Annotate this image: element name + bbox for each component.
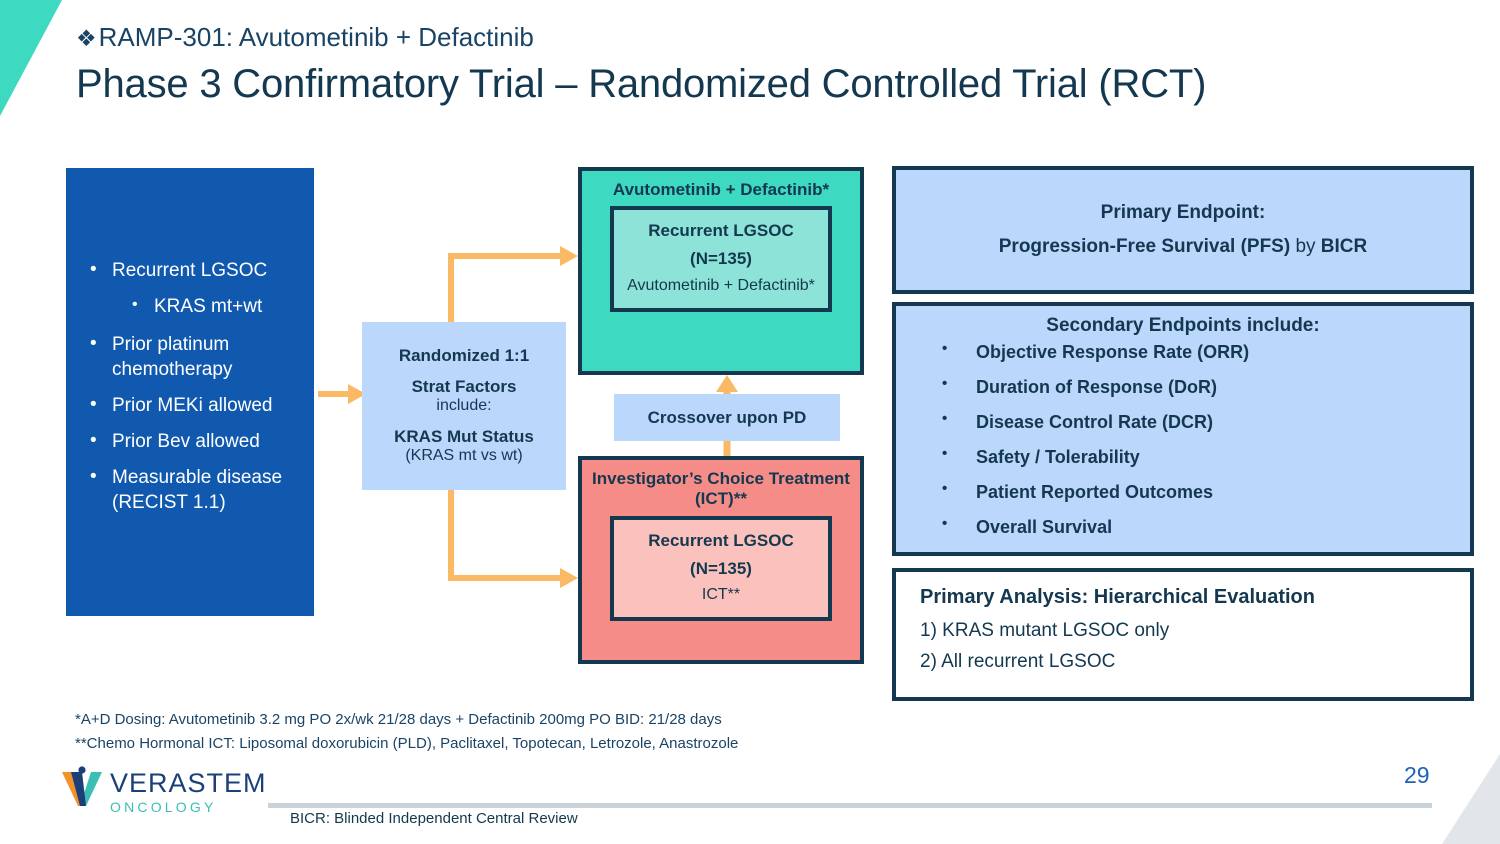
experimental-arm-title: Avutometinib + Defactinib* [612, 180, 830, 199]
verastem-logo: VERASTEM ONCOLOGY [60, 766, 267, 818]
gray-corner-accent [1442, 754, 1500, 844]
verastem-v-icon [62, 766, 102, 806]
primary-endpoint-value: Progression-Free Survival (PFS) by BICR [999, 236, 1368, 258]
list-item: Safety / Tolerability [936, 446, 1470, 466]
secondary-endpoints-list: Objective Response Rate (ORR) Duration o… [896, 341, 1470, 536]
verastem-tagline: ONCOLOGY [110, 799, 217, 815]
footnote-dosing: *A+D Dosing: Avutometinib 3.2 mg PO 2x/w… [75, 711, 722, 728]
primary-analysis-step-1: 1) KRAS mutant LGSOC only [920, 620, 1170, 641]
eligibility-criteria-box: Recurrent LGSOC KRAS mt+wt Prior platinu… [66, 168, 314, 616]
list-item: Overall Survival [936, 516, 1470, 536]
primary-endpoint-assessor: BICR [1320, 236, 1368, 257]
control-treatment: ICT** [701, 586, 741, 604]
control-arm-title: Investigator’s Choice Treatment (ICT)** [592, 469, 850, 509]
eligibility-list: Recurrent LGSOC KRAS mt+wt Prior platinu… [66, 257, 314, 527]
list-item: Prior platinum chemotherapy [88, 331, 300, 382]
footnote-ict: **Chemo Hormonal ICT: Liposomal doxorubi… [75, 735, 739, 752]
list-item: Recurrent LGSOC [88, 257, 300, 283]
primary-endpoint-panel: Primary Endpoint: Progression-Free Survi… [892, 166, 1474, 294]
kras-mut-status-detail: (KRAS mt vs wt) [405, 447, 523, 465]
footnotes: *A+D Dosing: Avutometinib 3.2 mg PO 2x/w… [75, 708, 738, 756]
experimental-sample-size: (N=135) [690, 249, 752, 269]
control-sample-size: (N=135) [690, 558, 752, 578]
abbreviation-note: BICR: Blinded Independent Central Review [290, 810, 578, 827]
list-item: Disease Control Rate (DCR) [936, 411, 1470, 431]
primary-analysis-panel: Primary Analysis: Hierarchical Evaluatio… [892, 568, 1474, 701]
kras-mut-status-label: KRAS Mut Status [394, 427, 534, 447]
list-item: Measurable disease (RECIST 1.1) [88, 464, 300, 515]
control-population: Recurrent LGSOC [648, 530, 794, 550]
experimental-arm-detail: Recurrent LGSOC (N=135) Avutometinib + D… [610, 206, 832, 312]
diamond-bullet-icon: ❖ [76, 25, 97, 51]
page-number: 29 [1404, 762, 1430, 788]
primary-endpoint-label: Primary Endpoint: [1100, 202, 1266, 223]
list-item: Prior Bev allowed [88, 428, 300, 454]
control-arm-detail: Recurrent LGSOC (N=135) ICT** [610, 515, 832, 622]
randomization-box: Randomized 1:1 Strat Factors include: KR… [362, 322, 566, 490]
study-regimen-label: Avutometinib + Defactinib [233, 22, 534, 52]
randomization-ratio: Randomized 1:1 [398, 346, 530, 366]
footer-divider [268, 803, 1432, 808]
page-title: Phase 3 Confirmatory Trial – Randomized … [76, 62, 1207, 106]
list-item: Prior MEKi allowed [88, 392, 300, 418]
strat-factors-include: include: [436, 397, 492, 415]
secondary-endpoints-panel: Secondary Endpoints include: Objective R… [892, 302, 1474, 556]
slide-eyebrow: ❖RAMP-301: Avutometinib + Defactinib [76, 22, 534, 53]
primary-analysis-step-2: 2) All recurrent LGSOC [920, 651, 1116, 672]
experimental-treatment: Avutometinib + Defactinib* [627, 276, 815, 294]
list-item: Patient Reported Outcomes [936, 481, 1470, 501]
list-item: Duration of Response (DoR) [936, 376, 1470, 396]
primary-endpoint-measure: Progression-Free Survival (PFS) [998, 236, 1291, 257]
primary-analysis-heading: Primary Analysis: Hierarchical Evaluatio… [920, 586, 1315, 608]
secondary-endpoints-heading: Secondary Endpoints include: [1046, 315, 1320, 336]
control-arm-box: Investigator’s Choice Treatment (ICT)** … [578, 456, 864, 664]
crossover-box: Crossover upon PD [614, 394, 840, 441]
list-item: KRAS mt+wt [130, 294, 300, 319]
teal-corner-accent [0, 0, 62, 116]
experimental-arm-box: Avutometinib + Defactinib* Recurrent LGS… [578, 167, 864, 375]
experimental-population: Recurrent LGSOC [648, 221, 794, 241]
verastem-wordmark: VERASTEM ONCOLOGY [110, 766, 267, 818]
list-item: Objective Response Rate (ORR) [936, 341, 1470, 361]
verastem-name: VERASTEM [110, 768, 267, 798]
strat-factors-label: Strat Factors [411, 377, 517, 397]
study-code-label: RAMP-301: [98, 22, 234, 52]
primary-endpoint-connector: by [1290, 236, 1321, 257]
